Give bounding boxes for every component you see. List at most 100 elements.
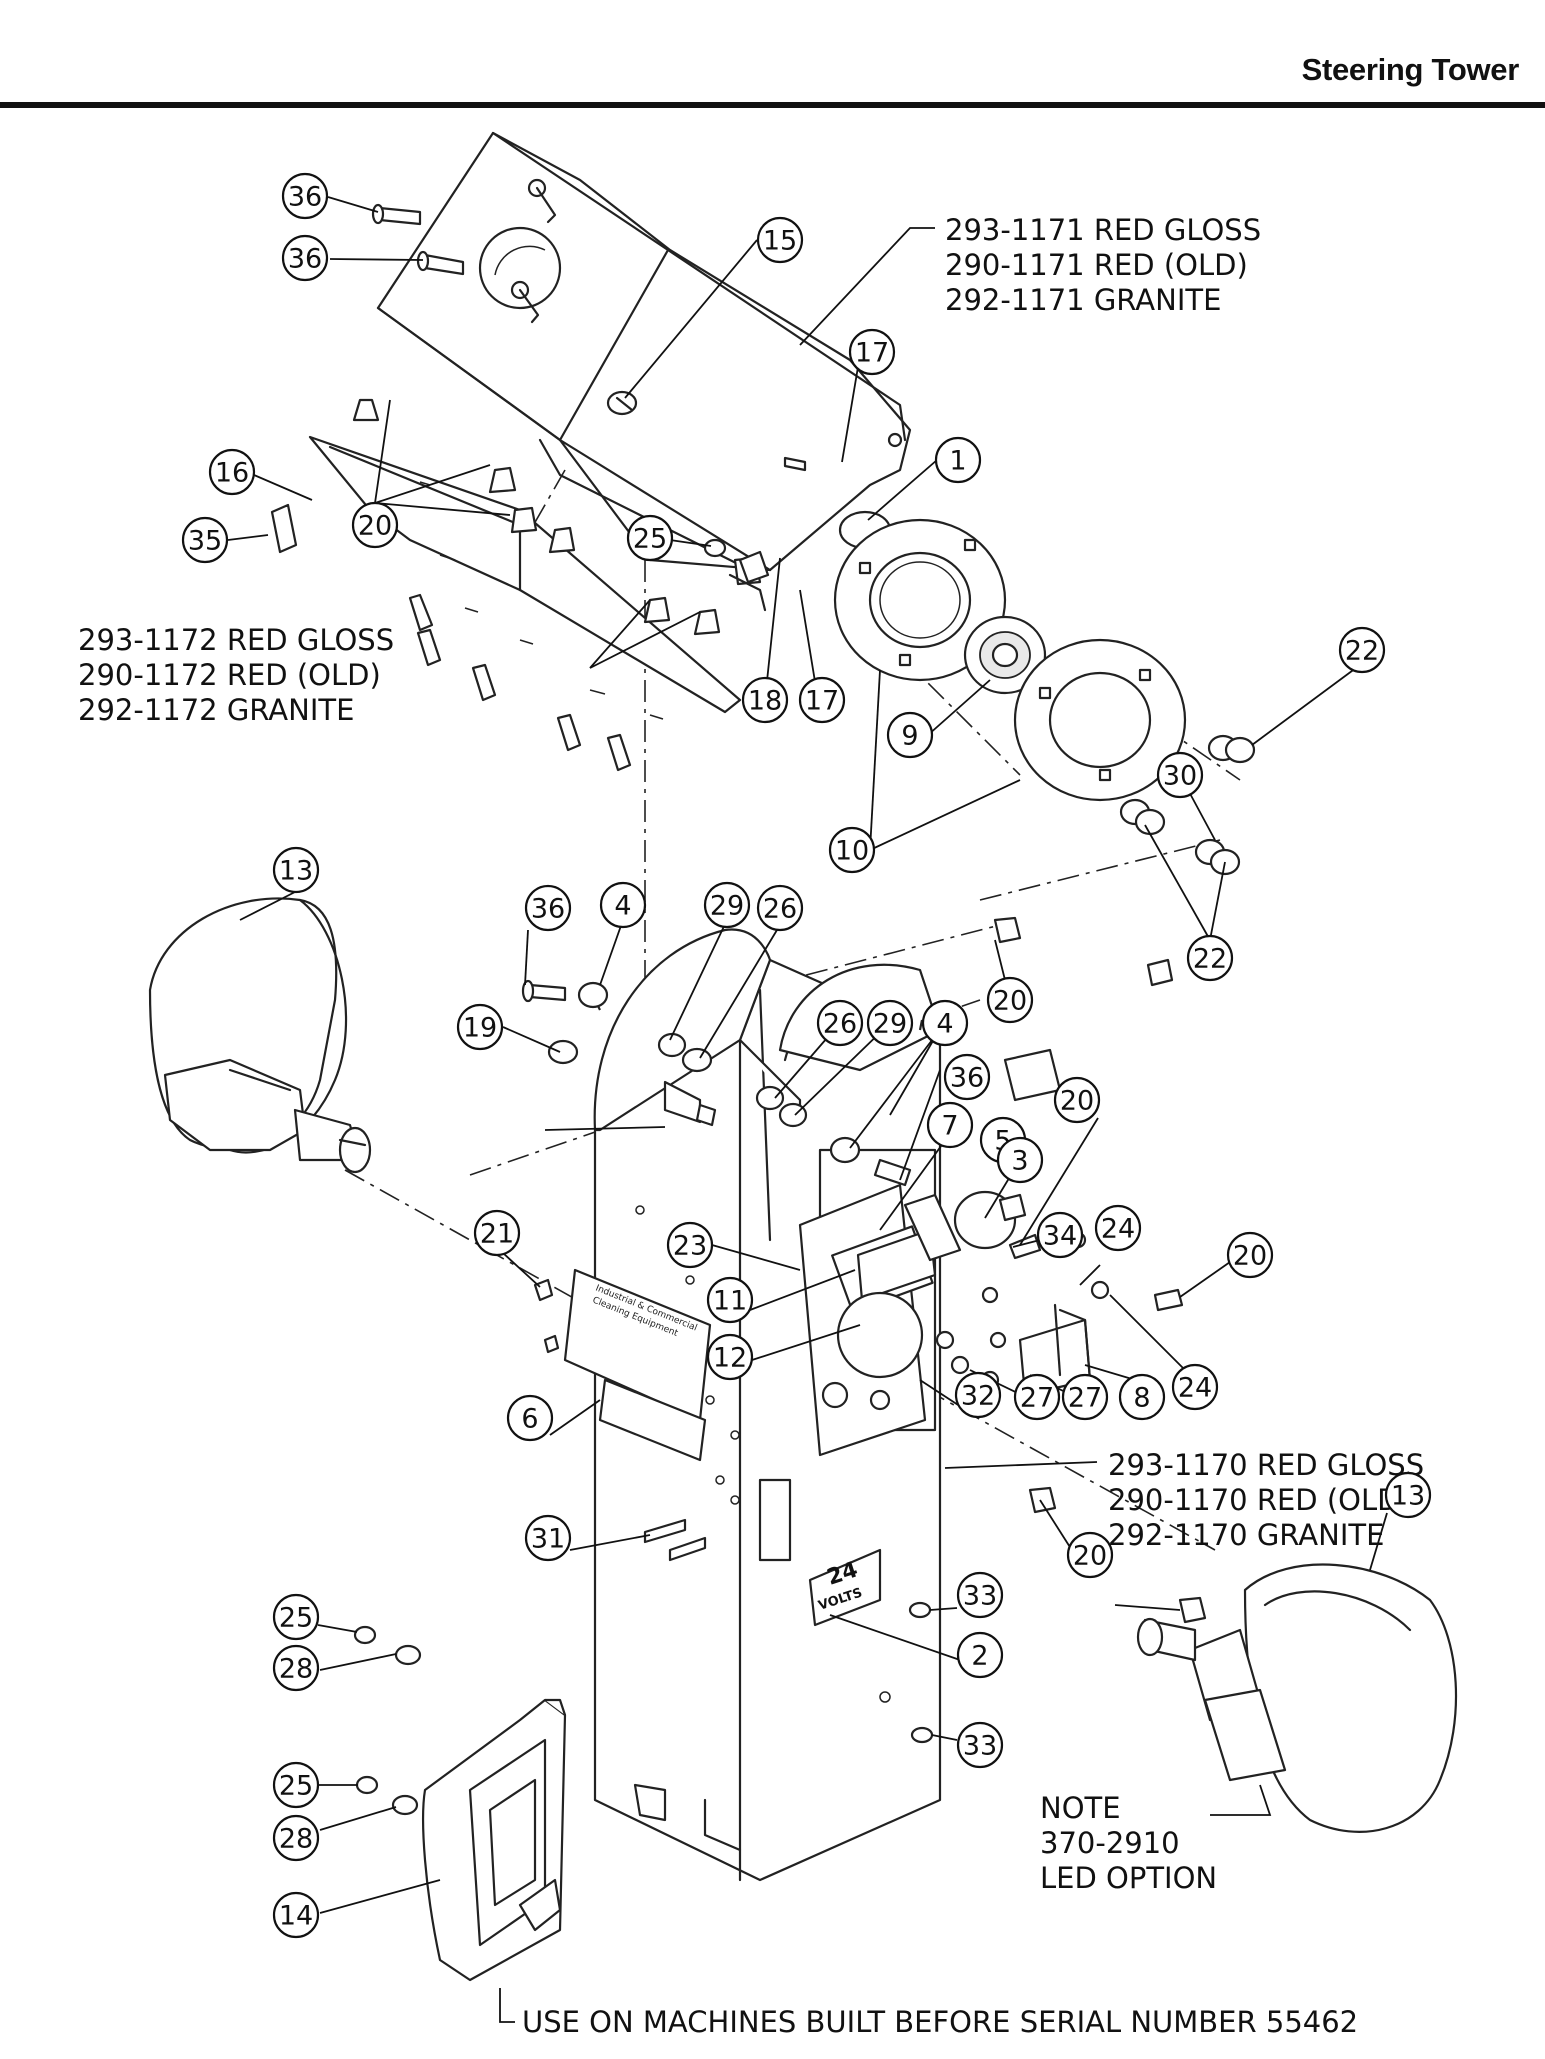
note-line-2: 370-2910	[1040, 1826, 1180, 1860]
callout-6: 6	[506, 1394, 554, 1442]
callout-8: 8	[1118, 1373, 1166, 1421]
callout-11: 11	[706, 1276, 754, 1324]
svg-text:20: 20	[993, 986, 1027, 1017]
bottom-cover	[422, 1698, 567, 1982]
header-rule	[0, 102, 1545, 108]
callout-28: 28	[272, 1814, 320, 1862]
cover-pn-2: 290-1171 RED (OLD)	[945, 248, 1248, 282]
callout-21: 21	[473, 1209, 521, 1257]
tower-pn-1: 293-1170 RED GLOSS	[1108, 1448, 1424, 1482]
callout-14: 14	[272, 1891, 320, 1939]
callout-27: 27	[1061, 1373, 1109, 1421]
callout-33: 33	[956, 1721, 1004, 1769]
callout-36: 36	[524, 884, 572, 932]
svg-text:4: 4	[614, 891, 631, 922]
svg-text:27: 27	[1068, 1383, 1102, 1414]
tower-pn-3: 292-1170 GRANITE	[1108, 1518, 1384, 1552]
serial-nameplate: Industrial & Commercial Cleaning Equipme…	[563, 1268, 712, 1462]
callout-34: 34	[1036, 1211, 1084, 1259]
svg-text:14: 14	[279, 1901, 313, 1932]
callout-27: 27	[1013, 1373, 1061, 1421]
svg-text:26: 26	[823, 1009, 857, 1040]
svg-text:33: 33	[963, 1581, 997, 1612]
callout-20: 20	[1226, 1231, 1274, 1279]
svg-text:28: 28	[279, 1654, 313, 1685]
callout-16: 16	[208, 448, 256, 496]
svg-text:25: 25	[633, 524, 667, 555]
callout-20: 20	[1053, 1076, 1101, 1124]
callout-24: 24	[1094, 1204, 1142, 1252]
svg-text:36: 36	[950, 1063, 984, 1094]
page-title: Steering Tower	[1301, 52, 1520, 87]
callout-36: 36	[281, 172, 329, 220]
callout-2: 2	[956, 1631, 1004, 1679]
callout-4: 4	[599, 881, 647, 929]
callout-22: 22	[1186, 934, 1234, 982]
note-line-3: LED OPTION	[1040, 1861, 1217, 1895]
svg-text:25: 25	[279, 1603, 313, 1634]
svg-text:3: 3	[1011, 1146, 1028, 1177]
callout-20: 20	[986, 976, 1034, 1024]
callout-23: 23	[666, 1221, 714, 1269]
svg-text:29: 29	[710, 891, 744, 922]
callout-18: 18	[741, 676, 789, 724]
callout-25: 25	[626, 514, 674, 562]
serial-note: USE ON MACHINES BUILT BEFORE SERIAL NUMB…	[522, 2005, 1358, 2039]
callout-35: 35	[181, 516, 229, 564]
svg-text:24: 24	[1178, 1373, 1212, 1404]
callout-30: 30	[1156, 751, 1204, 799]
bracket-pn-3: 292-1172 GRANITE	[78, 693, 354, 727]
svg-text:23: 23	[673, 1231, 707, 1262]
svg-text:36: 36	[288, 182, 322, 213]
svg-text:9: 9	[901, 721, 918, 752]
callout-29: 29	[703, 881, 751, 929]
svg-text:13: 13	[1391, 1481, 1425, 1512]
svg-text:24: 24	[1101, 1214, 1135, 1245]
svg-text:11: 11	[713, 1286, 747, 1317]
svg-text:20: 20	[1233, 1241, 1267, 1272]
svg-text:25: 25	[279, 1771, 313, 1802]
left-bracket	[270, 398, 767, 772]
callout-33: 33	[956, 1571, 1004, 1619]
note-line-1: NOTE	[1040, 1791, 1121, 1825]
tower-pn-2: 290-1170 RED (OLD)	[1108, 1483, 1411, 1517]
callout-12: 12	[706, 1333, 754, 1381]
bracket-pn-2: 290-1172 RED (OLD)	[78, 658, 381, 692]
svg-text:21: 21	[480, 1219, 514, 1250]
leader-lines	[227, 196, 1388, 2023]
svg-text:20: 20	[358, 511, 392, 542]
svg-text:17: 17	[855, 338, 889, 369]
svg-text:8: 8	[1133, 1383, 1150, 1414]
callout-29: 29	[866, 999, 914, 1047]
callout-1: 1	[934, 436, 982, 484]
svg-text:17: 17	[805, 686, 839, 717]
svg-text:30: 30	[1163, 761, 1197, 792]
callout-36: 36	[943, 1053, 991, 1101]
callout-25: 25	[272, 1593, 320, 1641]
part-number-labels: 293-1171 RED GLOSS 290-1171 RED (OLD) 29…	[78, 213, 1424, 2039]
callout-9: 9	[886, 711, 934, 759]
svg-text:19: 19	[463, 1013, 497, 1044]
svg-text:22: 22	[1345, 636, 1379, 667]
callout-17: 17	[848, 328, 896, 376]
svg-text:27: 27	[1020, 1383, 1054, 1414]
callout-25: 25	[272, 1761, 320, 1809]
callout-3: 3	[996, 1136, 1044, 1184]
svg-text:31: 31	[531, 1524, 565, 1555]
svg-text:36: 36	[531, 894, 565, 925]
callout-17: 17	[798, 676, 846, 724]
svg-text:16: 16	[215, 458, 249, 489]
right-headlight	[1136, 1563, 1458, 1833]
callout-22: 22	[1338, 626, 1386, 674]
svg-text:36: 36	[288, 244, 322, 275]
callout-20: 20	[351, 501, 399, 549]
cover-pn-3: 292-1171 GRANITE	[945, 283, 1221, 317]
callout-10: 10	[828, 826, 876, 874]
callout-32: 32	[954, 1371, 1002, 1419]
svg-text:13: 13	[279, 856, 313, 887]
svg-text:7: 7	[941, 1111, 958, 1142]
flange-bearing	[833, 510, 1256, 987]
callout-15: 15	[756, 216, 804, 264]
